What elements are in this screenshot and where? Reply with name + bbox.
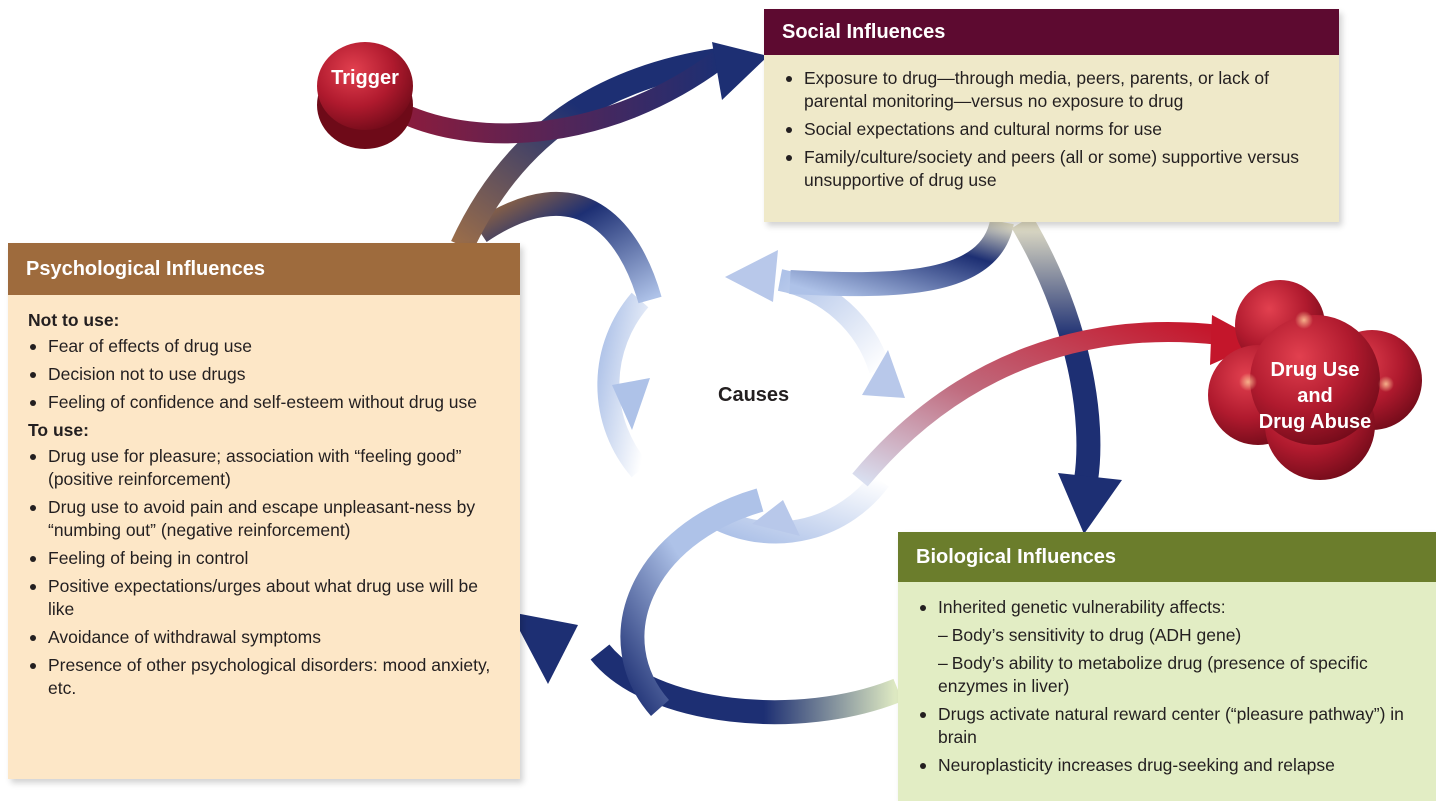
druguse-arrowhead [1210,315,1262,365]
social-to-causes-arrow [789,218,1014,297]
trigger-to-social-arrow [395,51,724,144]
dash-mark: – [938,625,948,645]
biological-influences-title: Biological Influences [898,532,1436,582]
list-item: Feeling of being in control [28,547,500,570]
list-item: Exposure to drug—through media, peers, p… [784,67,1319,113]
drug-use-bubble [1208,280,1422,480]
list-item: Fear of effects of drug use [28,335,500,358]
list-item: Drugs activate natural reward center (“p… [918,703,1416,749]
causes-to-druguse-arrow [852,322,1222,487]
list-item: Inherited genetic vulnerability affects: [918,596,1416,619]
sub-list-item: –Body’s ability to metabolize drug (pres… [918,652,1416,698]
social-influences-title: Social Influences [764,9,1339,55]
list-item: Drug use for pleasure; association with … [28,445,500,491]
trigger-label: Trigger [331,67,399,89]
ring-arrowhead-top [725,250,778,302]
list-item: Feeling of confidence and self-esteem wi… [28,391,500,414]
sub-item-text: Body’s sensitivity to drug (ADH gene) [951,625,1242,645]
list-item: Avoidance of withdrawal symptoms [28,626,500,649]
ring-arrowhead-right [862,350,905,398]
list-item: Drug use to avoid pain and escape unplea… [28,496,500,542]
social-influences-list: Exposure to drug—through media, peers, p… [784,67,1319,192]
bio-to-causes-arrow [620,488,764,716]
drug-use-label: Drug Use and Drug Abuse [1220,357,1410,435]
to-use-heading: To use: [28,420,89,440]
drug-use-line-3: Drug Abuse [1258,411,1372,433]
psychological-influences-title: Psychological Influences [8,243,520,295]
ring-arrowhead-bottom [752,500,800,536]
list-item: Family/culture/society and peers (all or… [784,146,1319,192]
psych-to-causes-arrow [473,191,662,304]
sub-item-text: Body’s ability to metabolize drug (prese… [938,653,1368,696]
list-item: Neuroplasticity increases drug-seeking a… [918,754,1416,777]
dash-mark: – [938,653,948,673]
psych-arrowhead [510,612,578,684]
social-influences-box: Social Influences Exposure to drug—throu… [764,9,1339,222]
to-use-list: Drug use for pleasure; association with … [28,445,500,700]
sub-list-item: –Body’s sensitivity to drug (ADH gene) [918,624,1416,647]
psych-to-social-arrow [451,48,720,252]
list-item: Positive expectations/urges about what d… [28,575,500,621]
social-arrowhead [712,42,768,100]
drug-use-line-1: Drug Use [1270,359,1360,381]
trigger-bubble [317,42,413,149]
ring-arrowhead-left [612,378,650,430]
causes-label: Causes [718,384,790,406]
list-item: Social expectations and cultural norms f… [784,118,1319,141]
bio-to-psych-arrow [590,644,903,725]
biological-influences-box: Biological Influences Inherited genetic … [898,532,1436,801]
drug-use-line-2: and [1297,385,1333,407]
social-to-bio-arrow [1011,215,1101,482]
list-item: Presence of other psychological disorder… [28,654,500,700]
biological-influences-list: Inherited genetic vulnerability affects:… [918,596,1416,777]
causes-ring [597,250,905,544]
not-to-use-heading: Not to use: [28,310,120,330]
psychological-influences-box: Psychological Influences Not to use: Fea… [8,243,520,779]
not-to-use-list: Fear of effects of drug use Decision not… [28,335,500,414]
list-item: Decision not to use drugs [28,363,500,386]
bio-arrowhead [1058,473,1122,534]
